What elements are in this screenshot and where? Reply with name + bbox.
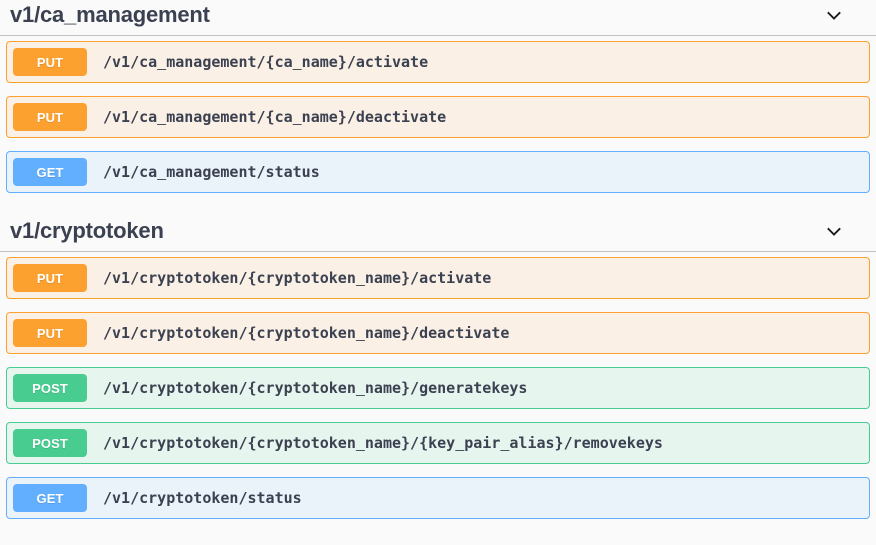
opblock-tag-header[interactable]: v1/cryptotoken — [0, 216, 876, 252]
http-method-badge: PUT — [13, 48, 87, 76]
endpoint-path: /v1/ca_management/status — [103, 164, 320, 180]
http-method-badge: GET — [13, 158, 87, 186]
http-method-badge: PUT — [13, 264, 87, 292]
opblock-list: PUT/v1/cryptotoken/{cryptotoken_name}/ac… — [0, 257, 876, 519]
opblock-post[interactable]: POST/v1/cryptotoken/{cryptotoken_name}/{… — [6, 422, 870, 464]
opblock-summary[interactable]: PUT/v1/ca_management/{ca_name}/activate — [7, 48, 869, 76]
opblock-put[interactable]: PUT/v1/ca_management/{ca_name}/deactivat… — [6, 96, 870, 138]
opblock-get[interactable]: GET/v1/ca_management/status — [6, 151, 870, 193]
opblock-tag-header[interactable]: v1/ca_management — [0, 0, 876, 36]
chevron-down-icon[interactable] — [824, 222, 844, 242]
http-method-badge: GET — [13, 484, 87, 512]
opblock-summary[interactable]: POST/v1/cryptotoken/{cryptotoken_name}/g… — [7, 374, 869, 402]
endpoint-path: /v1/cryptotoken/status — [103, 490, 302, 506]
chevron-down-icon[interactable] — [824, 6, 844, 26]
endpoint-path: /v1/ca_management/{ca_name}/activate — [103, 54, 429, 70]
http-method-badge: PUT — [13, 319, 87, 347]
endpoint-path: /v1/cryptotoken/{cryptotoken_name}/activ… — [103, 270, 492, 286]
http-method-badge: POST — [13, 374, 87, 402]
endpoint-path: /v1/cryptotoken/{cryptotoken_name}/{key_… — [103, 435, 663, 451]
opblock-tag-title: v1/cryptotoken — [10, 218, 164, 243]
opblock-summary[interactable]: PUT/v1/cryptotoken/{cryptotoken_name}/ac… — [7, 264, 869, 292]
endpoint-path: /v1/cryptotoken/{cryptotoken_name}/gener… — [103, 380, 528, 396]
opblock-put[interactable]: PUT/v1/ca_management/{ca_name}/activate — [6, 41, 870, 83]
endpoint-path: /v1/ca_management/{ca_name}/deactivate — [103, 109, 447, 125]
opblock-summary[interactable]: POST/v1/cryptotoken/{cryptotoken_name}/{… — [7, 429, 869, 457]
opblock-get[interactable]: GET/v1/cryptotoken/status — [6, 477, 870, 519]
opblock-summary[interactable]: PUT/v1/ca_management/{ca_name}/deactivat… — [7, 103, 869, 131]
opblock-post[interactable]: POST/v1/cryptotoken/{cryptotoken_name}/g… — [6, 367, 870, 409]
endpoint-path: /v1/cryptotoken/{cryptotoken_name}/deact… — [103, 325, 510, 341]
opblock-summary[interactable]: GET/v1/cryptotoken/status — [7, 484, 869, 512]
section-spacer — [0, 206, 876, 216]
http-method-badge: POST — [13, 429, 87, 457]
http-method-badge: PUT — [13, 103, 87, 131]
opblock-put[interactable]: PUT/v1/cryptotoken/{cryptotoken_name}/ac… — [6, 257, 870, 299]
opblock-summary[interactable]: GET/v1/ca_management/status — [7, 158, 869, 186]
opblock-tag-title: v1/ca_management — [10, 2, 210, 27]
opblock-summary[interactable]: PUT/v1/cryptotoken/{cryptotoken_name}/de… — [7, 319, 869, 347]
opblock-put[interactable]: PUT/v1/cryptotoken/{cryptotoken_name}/de… — [6, 312, 870, 354]
